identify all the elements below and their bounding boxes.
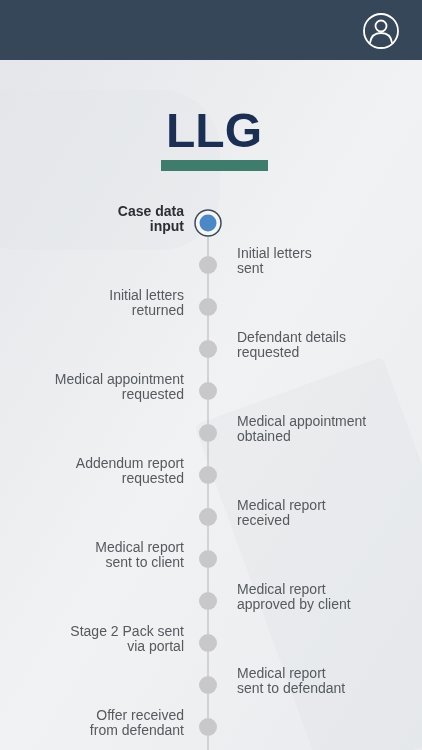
timeline-connector	[207, 526, 209, 550]
step-dot	[194, 209, 222, 237]
timeline-step: Medical report sent to client	[199, 550, 217, 568]
step-dot	[199, 592, 217, 610]
step-label: Addendum report requested	[64, 456, 184, 486]
step-label: Stage 2 Pack sent via portal	[54, 624, 184, 654]
timeline-step: Initial letters returned	[199, 298, 217, 316]
step-label: Medical appointment requested	[44, 372, 184, 402]
step-label: Offer received from defendant	[84, 708, 184, 738]
keyboard-hint	[0, 90, 422, 750]
page-title: LLG	[0, 107, 422, 155]
timeline-connector	[207, 442, 209, 466]
step-label: Medical report received	[237, 498, 337, 528]
timeline-connector	[207, 237, 209, 256]
timeline-step: Addendum report requested	[199, 466, 217, 484]
timeline-step: Offer received from defendant	[199, 718, 217, 736]
timeline-step: Medical report approved by client	[199, 592, 217, 610]
timeline-step: Medical report received	[199, 508, 217, 526]
step-label: Medical report approved by client	[237, 582, 357, 612]
step-label: Case data input	[104, 204, 184, 234]
timeline-step: Stage 2 Pack sent via portal	[199, 634, 217, 652]
timeline-step: Medical appointment obtained	[199, 424, 217, 442]
step-dot	[199, 508, 217, 526]
step-dot	[199, 298, 217, 316]
timeline-connector	[207, 652, 209, 676]
step-label: Medical appointment obtained	[237, 414, 377, 444]
user-icon	[364, 14, 398, 48]
step-label: Initial letters sent	[237, 246, 327, 276]
step-label: Defendant details requested	[237, 330, 362, 360]
step-dot	[199, 718, 217, 736]
timeline-step: Defendant details requested	[199, 340, 217, 358]
timeline-connector	[207, 316, 209, 340]
timeline-step: Medical report sent to defendant	[199, 676, 217, 694]
step-label: Medical report sent to client	[84, 540, 184, 570]
timeline-connector	[207, 568, 209, 592]
timeline-connector	[207, 694, 209, 718]
step-label: Medical report sent to defendant	[237, 666, 351, 696]
step-dot	[199, 676, 217, 694]
timeline-connector	[207, 400, 209, 424]
step-dot	[199, 256, 217, 274]
timeline-step: Medical appointment requested	[199, 382, 217, 400]
step-dot	[199, 634, 217, 652]
step-dot	[199, 382, 217, 400]
step-dot	[199, 340, 217, 358]
timeline-step: Initial letters sent	[199, 256, 217, 274]
timeline-step: Case data input	[194, 209, 222, 237]
step-label: Initial letters returned	[94, 288, 184, 318]
timeline-tail	[207, 736, 209, 750]
title-underline	[161, 160, 268, 171]
timeline-connector	[207, 610, 209, 634]
header-bar	[0, 0, 422, 60]
step-dot	[199, 424, 217, 442]
step-dot	[199, 466, 217, 484]
step-dot	[199, 550, 217, 568]
timeline-connector	[207, 274, 209, 298]
timeline-connector	[207, 484, 209, 508]
timeline-connector	[207, 358, 209, 382]
